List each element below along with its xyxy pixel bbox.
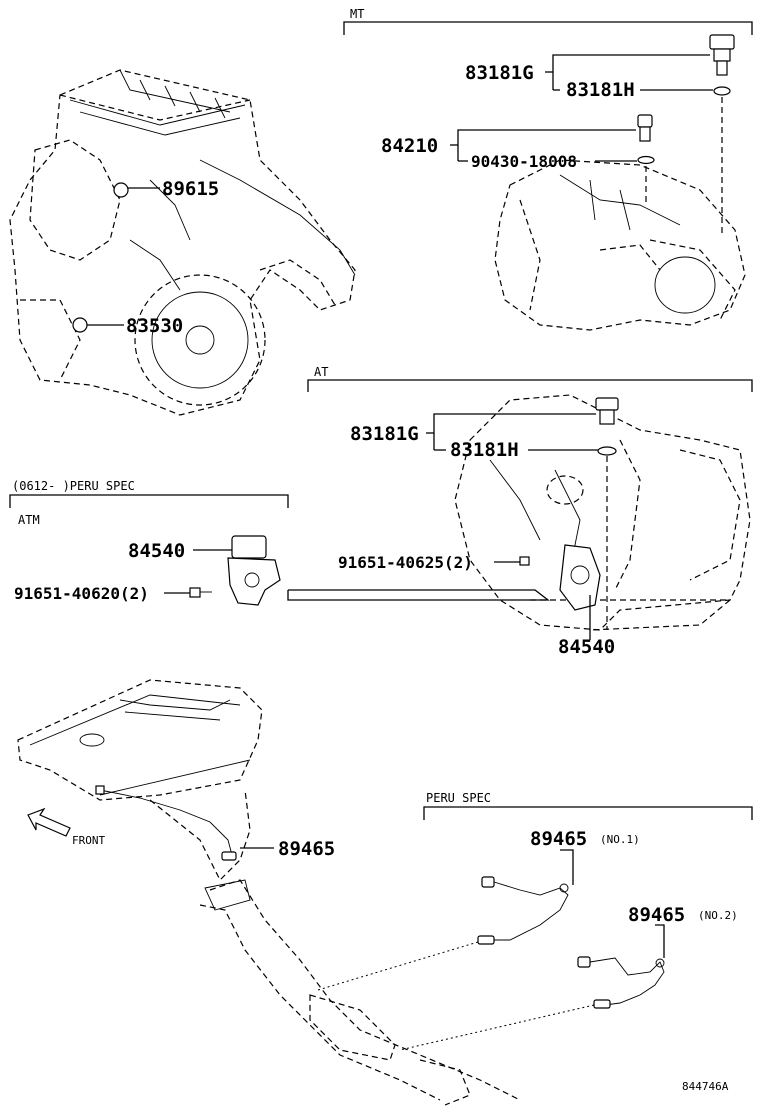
part-number-83530: 83530	[126, 315, 183, 337]
part-number-83181h-mt: 83181H	[566, 79, 635, 101]
callout-83530: 83530	[87, 315, 183, 337]
oxygen-sensor-main	[95, 785, 237, 861]
front-arrow: FRONT	[27, 807, 105, 847]
front-arrow-icon	[27, 807, 71, 837]
figure-id: 844746A	[682, 1080, 729, 1093]
backup-switch-at	[595, 397, 619, 630]
callout-84540-atm: 84540	[128, 540, 232, 562]
callout-91651-40620: 91651-40620(2)	[14, 584, 190, 603]
callout-89465-no1: 89465 (NO.1)	[530, 828, 640, 885]
callout-83181g-mt: 83181G 83181H	[465, 54, 713, 101]
bolt-91651-40625-icon	[519, 556, 530, 566]
oxygen-sensor-no2-icon	[593, 999, 611, 1009]
qualifier-no2: (NO.2)	[698, 909, 738, 922]
qualifier-no1: (NO.1)	[600, 833, 640, 846]
mt-transmission-illustration	[494, 159, 746, 331]
part-number-90430-18008: 90430-18008	[471, 152, 577, 171]
at-section-label: AT	[314, 365, 328, 379]
part-number-89465: 89465	[278, 838, 335, 860]
at-transmission-illustration	[454, 394, 751, 631]
mt-section-label: MT	[350, 7, 364, 21]
callout-89615: 89615	[128, 178, 219, 200]
callout-84540-at: 84540	[558, 595, 615, 658]
callout-89465-no2: 89465 (NO.2)	[628, 904, 738, 958]
part-number-84540-atm: 84540	[128, 540, 185, 562]
backup-switch-mt	[709, 34, 735, 235]
oil-pressure-sensor-83530-icon	[72, 317, 88, 333]
engine-head-illustration	[17, 679, 263, 882]
part-number-89465-no1: 89465	[530, 828, 587, 850]
callout-91651-40625: 91651-40625(2)	[338, 553, 520, 572]
switch-connector-icon	[709, 34, 735, 50]
peru-spec-bracket-upper: (0612- )PERU SPEC ATM	[9, 479, 289, 527]
oxygen-sensor-icon	[221, 851, 237, 861]
peru-spec-bracket-lower: PERU SPEC	[423, 791, 753, 820]
front-label: FRONT	[72, 834, 105, 847]
peru-spec-lower-label: PERU SPEC	[426, 791, 491, 805]
part-number-84540-at: 84540	[558, 636, 615, 658]
part-number-91651-40625: 91651-40625(2)	[338, 553, 473, 572]
equivalence-connector	[287, 589, 550, 601]
atm-section-label: ATM	[18, 513, 40, 527]
part-number-91651-40620: 91651-40620(2)	[14, 584, 149, 603]
callout-84210: 84210 90430-18008	[381, 129, 637, 171]
oxygen-sensor-no1	[317, 876, 569, 991]
exhaust-pipe-illustration	[199, 879, 521, 1106]
oxygen-sensor-no1-icon	[477, 935, 495, 945]
part-number-84210: 84210	[381, 135, 438, 157]
callout-83181g-at: 83181G 83181H	[350, 413, 598, 461]
part-number-89465-no2: 89465	[628, 904, 685, 926]
peru-spec-section-label: (0612- )PERU SPEC	[12, 479, 135, 493]
oxygen-sensor-no2	[399, 956, 665, 1051]
part-number-83181h-at: 83181H	[450, 439, 519, 461]
engine-illustration	[9, 69, 356, 416]
callout-89465: 89465	[240, 838, 335, 860]
part-number-89615: 89615	[162, 178, 219, 200]
mt-bracket: MT	[343, 7, 753, 35]
part-number-83181g-at: 83181G	[350, 423, 419, 445]
o-ring-90430-icon	[637, 155, 655, 165]
neutral-start-switch-at	[519, 544, 601, 611]
at-bracket: AT	[307, 365, 753, 392]
speed-sensor-84210	[637, 114, 655, 205]
gasket-83181h-at-icon	[597, 446, 617, 456]
neutral-start-switch-atm	[189, 535, 281, 606]
part-number-83181g-mt: 83181G	[465, 62, 534, 84]
gasket-83181h-mt-icon	[713, 86, 731, 96]
knock-sensor-89615-icon	[113, 182, 129, 198]
bolt-91651-40620-icon	[189, 587, 201, 598]
